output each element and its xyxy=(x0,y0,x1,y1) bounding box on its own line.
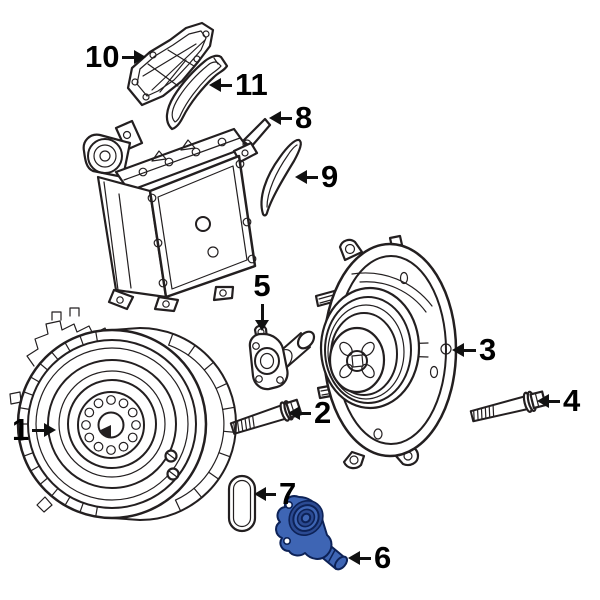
part-number-label[interactable]: 7 xyxy=(279,476,297,511)
part-number-label[interactable]: 8 xyxy=(295,100,313,135)
leader-arrow-left-icon xyxy=(269,111,292,125)
callout-5[interactable]: 5 xyxy=(245,268,279,331)
leader-arrow-left-icon xyxy=(452,343,476,357)
leader-arrow-left-icon xyxy=(254,487,276,501)
part-5-solenoid-valve[interactable] xyxy=(248,324,317,391)
leader-arrow-right-icon xyxy=(122,50,147,64)
leader-arrow-left-icon xyxy=(295,170,318,184)
leader-arrow-left-icon xyxy=(348,551,371,565)
callout-8[interactable]: 8 xyxy=(269,100,313,135)
leader-arrow-down-icon xyxy=(255,304,269,331)
callout-3[interactable]: 3 xyxy=(452,332,497,367)
part-10-cover-plate[interactable] xyxy=(126,21,215,107)
leader-arrow-left-icon xyxy=(537,394,560,408)
leader-arrow-left-icon xyxy=(209,78,232,92)
part-9-gasket-strip[interactable] xyxy=(260,138,302,217)
callout-11[interactable]: 11 xyxy=(209,67,268,102)
part-7-seal-ring[interactable] xyxy=(227,474,257,533)
part-6-position-sensor[interactable] xyxy=(275,494,349,572)
part-number-label[interactable]: 10 xyxy=(85,39,120,74)
part-3-converter-housing[interactable] xyxy=(314,234,458,470)
leader-arrow-left-icon xyxy=(288,406,311,420)
callout-1[interactable]: 1 xyxy=(12,412,57,447)
part-8-control-unit[interactable] xyxy=(82,117,272,313)
part-number-label[interactable]: 3 xyxy=(479,332,497,367)
callout-7[interactable]: 7 xyxy=(254,476,297,511)
part-1-drive-motor-generator[interactable] xyxy=(9,307,237,521)
part-number-label[interactable]: 6 xyxy=(374,540,392,575)
part-11-cover-gasket[interactable] xyxy=(165,54,229,131)
callout-4[interactable]: 4 xyxy=(537,383,581,418)
callout-2[interactable]: 2 xyxy=(288,395,332,430)
part-number-label[interactable]: 4 xyxy=(563,383,581,418)
leader-arrow-right-icon xyxy=(32,423,57,437)
part-number-label[interactable]: 11 xyxy=(235,67,268,102)
part-number-label[interactable]: 1 xyxy=(12,412,30,447)
callout-9[interactable]: 9 xyxy=(295,159,339,194)
part-number-label[interactable]: 9 xyxy=(321,159,339,194)
part-number-label[interactable]: 2 xyxy=(314,395,332,430)
part-4-mount-bolt[interactable] xyxy=(469,389,547,426)
part-number-label[interactable]: 5 xyxy=(253,268,271,303)
callout-6[interactable]: 6 xyxy=(348,540,392,575)
callout-10[interactable]: 10 xyxy=(85,39,147,74)
